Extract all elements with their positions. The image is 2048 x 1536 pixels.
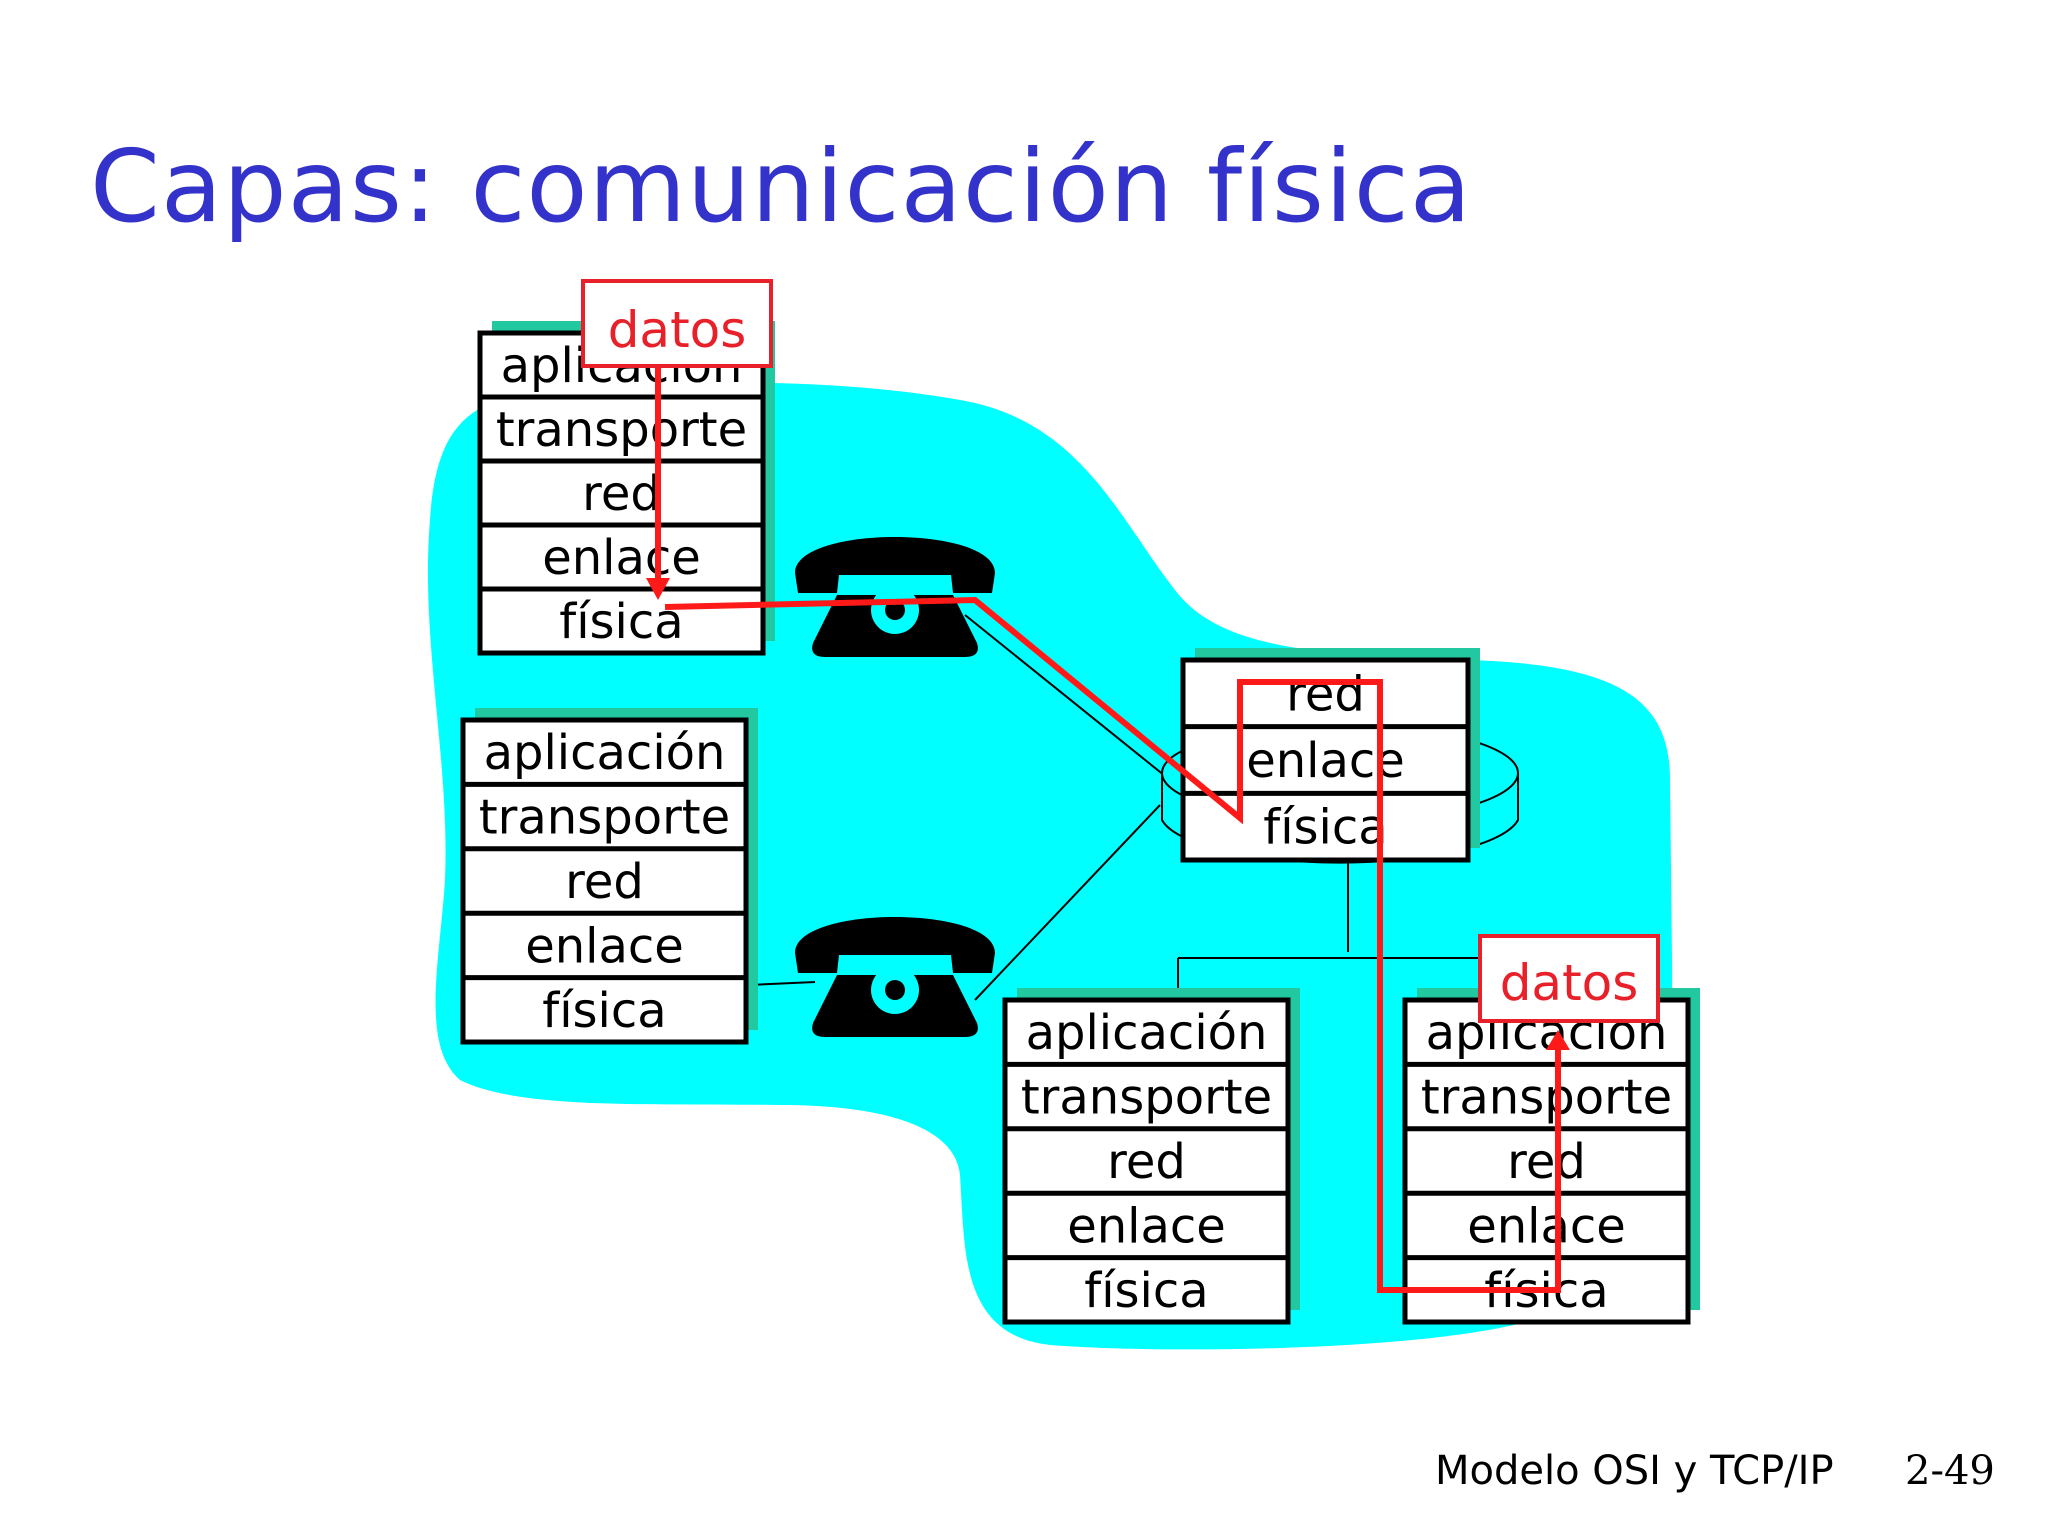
layer-label: red (1107, 1134, 1186, 1190)
layer-label: física (542, 983, 666, 1039)
layer-label: transporte (1421, 1070, 1672, 1126)
layer-label: aplicación (484, 725, 726, 781)
stack-frame (1402, 997, 1691, 1325)
stacks-layer: aplicacióntransporteredenlacefísicaaplic… (460, 321, 1700, 1325)
telephone-icon (795, 537, 995, 657)
datos-label-destination: datos (1500, 954, 1639, 1012)
layer-label: red (1286, 666, 1365, 722)
data-path (646, 368, 1570, 1293)
layer-label: física (559, 594, 683, 650)
layer-label: red (582, 466, 661, 522)
layer-label: transporte (1021, 1070, 1272, 1126)
datos-label-source: datos (608, 301, 747, 359)
datos-box-source: datos (581, 279, 773, 368)
telephone-icon (795, 917, 995, 1037)
footer-label: Modelo OSI y TCP/IP (1435, 1448, 1834, 1494)
page-number: 2-49 (1905, 1448, 1995, 1494)
layer-label: enlace (525, 918, 684, 974)
stack-frame (1180, 657, 1471, 863)
slide-title: Capas: comunicación física (90, 128, 1473, 245)
protocol-stack-host-bottom-mid: aplicación transporte red enlace física (1002, 988, 1300, 1325)
layer-label: física (1084, 1263, 1208, 1319)
layer-label: red (565, 854, 644, 910)
layer-label: enlace (1067, 1198, 1226, 1254)
datos-box-destination: datos (1478, 934, 1660, 1023)
layer-label: física (1263, 800, 1387, 856)
layer-label: red (1507, 1134, 1586, 1190)
protocol-stack-host-mid-left: aplicación transporte red enlace física (460, 708, 758, 1045)
stack-frame (477, 330, 766, 656)
layer-label: enlace (1467, 1198, 1626, 1254)
stack-frame (1002, 997, 1291, 1325)
layer-label: transporte (479, 790, 730, 846)
stack-frame (460, 717, 749, 1045)
layer-label: enlace (542, 530, 701, 586)
layer-label: transporte (496, 402, 747, 458)
layer-label: aplicación (1026, 1005, 1268, 1061)
